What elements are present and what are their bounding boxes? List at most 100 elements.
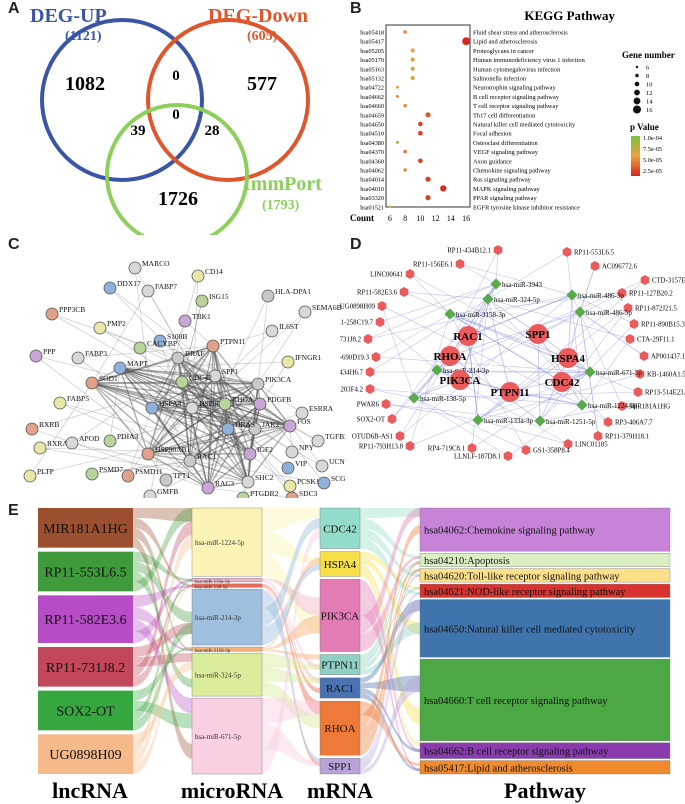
ppi-edge: [91, 460, 191, 475]
kegg-dot: [418, 158, 423, 164]
kegg-row-name: Osteoclast differentiation: [473, 140, 538, 147]
cerna-edge: [487, 298, 511, 393]
ppi-node-label: S100B: [167, 332, 187, 341]
kegg-x-tick: 16: [462, 214, 470, 223]
cerna-edge: [399, 294, 573, 437]
cerna-edge: [375, 313, 451, 358]
ppi-edge: [59, 402, 191, 462]
ppi-edge: [71, 345, 214, 444]
ppi-node: [281, 461, 295, 475]
cerna-lncrna-label: RP11-379H18.1: [605, 434, 649, 441]
cerna-lncrna-node: [639, 351, 649, 361]
ppi-node-label: IFNGR1: [295, 353, 322, 362]
ppi-edge: [119, 367, 191, 462]
sankey-flow: [133, 517, 192, 587]
ppi-edge: [259, 403, 325, 484]
panel-label-d: D: [350, 236, 362, 253]
sankey-flow: [133, 585, 192, 687]
cerna-lncrna-label: RP11-690D19.3: [340, 355, 370, 362]
ppi-node-label: HSP90AB1: [155, 445, 191, 454]
sankey-flow: [133, 579, 192, 721]
cerna-lncrna-label: RP13-514E23.1: [645, 390, 685, 397]
ppi-edge: [181, 381, 251, 455]
ppi-edge: [177, 357, 216, 377]
kegg-row-id: hsa04722: [360, 85, 384, 92]
cerna-lncrna-label: OTUD6B-AS1: [352, 434, 393, 441]
ppi-node-label: RHOA: [232, 395, 254, 404]
cerna-lncrna-node: [363, 334, 373, 344]
sankey-diagram: MIR181A1HGRP11-553L6.5RP11-582E3.6RP11-7…: [38, 507, 671, 803]
cerna-mirna-label: hsa-miR-1251-5p: [546, 418, 596, 426]
venn-region-all: 0: [172, 107, 180, 123]
kegg-row-id: hsa04360: [360, 158, 384, 165]
ppi-edge: [177, 357, 261, 405]
ppi-node: [195, 294, 209, 308]
ppi-edge: [151, 407, 251, 455]
kegg-x-tick: 14: [447, 214, 455, 223]
kegg-dot: [462, 37, 471, 46]
sankey-flow: [262, 580, 320, 683]
sankey-mrna-node: [319, 758, 361, 775]
sankey-flow: [133, 561, 192, 623]
kegg-title: KEGG Pathway: [524, 8, 615, 23]
sankey-pathway-label: hsa04620:Toll-like receptor signaling pa…: [424, 571, 620, 582]
cerna-lncrna-label: RP11-434H6.7: [340, 370, 364, 377]
sankey-microrna-node: [191, 507, 263, 577]
sankey-flow: [360, 570, 420, 746]
sankey-flow: [133, 579, 192, 643]
ppi-edge: [35, 355, 209, 489]
ppi-node-label: VIP: [295, 459, 307, 468]
cerna-lncrna-node: [503, 451, 513, 461]
cerna-lncrna-node: [590, 261, 600, 271]
sankey-pathway-node: [419, 742, 671, 759]
sankey-lncrna-label: UG0898H09: [49, 748, 121, 763]
sankey-flow: [133, 508, 192, 592]
ppi-edge: [191, 407, 256, 430]
ppi-node: [218, 397, 232, 411]
cerna-edge: [413, 397, 509, 457]
sankey-flow: [262, 518, 320, 627]
sankey-flow: [360, 508, 420, 634]
ppi-node: [191, 269, 205, 283]
cerna-lncrna-node: [562, 247, 572, 257]
ppi-node-label: MAPT: [127, 359, 148, 368]
ppi-edge: [191, 383, 259, 409]
cerna-edge: [379, 283, 497, 323]
sankey-flow: [360, 597, 420, 772]
sankey-flow: [360, 622, 420, 675]
sankey-pathway-label: hsa04621:NOD-like receptor signaling pat…: [424, 587, 626, 598]
ppi-node: [53, 396, 67, 410]
ppi-node: [141, 284, 155, 298]
cerna-lncrna-node: [381, 399, 391, 409]
ppi-edge: [191, 407, 249, 483]
sankey-flow: [133, 537, 192, 759]
sankey-flow: [133, 585, 192, 765]
ppi-node-label: PSMD7: [99, 465, 123, 474]
ppi-edge: [214, 375, 259, 385]
ppi-node: [298, 305, 312, 319]
sankey-flow: [360, 561, 420, 742]
sankey-microrna-node: [191, 589, 263, 646]
ppi-node-label: GMFB: [157, 487, 178, 496]
ppi-node: [103, 434, 117, 448]
sankey-microrna-label: hsa-miR-3158-3p: [195, 649, 231, 654]
ppi-edge: [29, 382, 93, 477]
cerna-lncrna-label: MIR181A1HG: [629, 404, 670, 411]
kegg-row-id: hsa04010: [360, 186, 384, 193]
ppi-edge: [77, 345, 214, 359]
ppi-edge: [249, 383, 259, 455]
cerna-edge: [477, 373, 641, 421]
sankey-flow: [360, 538, 420, 595]
ppi-edge: [151, 407, 256, 430]
ppi-node: [265, 324, 279, 338]
cerna-edge: [579, 311, 645, 357]
ppi-node-label: PDIA3: [117, 432, 139, 441]
sankey-flow: [360, 675, 420, 774]
kegg-row-id: hsa04660: [360, 103, 384, 110]
ppi-node-label: FOS: [297, 417, 311, 426]
panel-label-b: B: [350, 0, 362, 17]
ppi-node: [253, 397, 267, 411]
ppi-edge: [134, 267, 153, 409]
ppi-edge: [149, 357, 179, 497]
kegg-dot: [410, 66, 415, 71]
